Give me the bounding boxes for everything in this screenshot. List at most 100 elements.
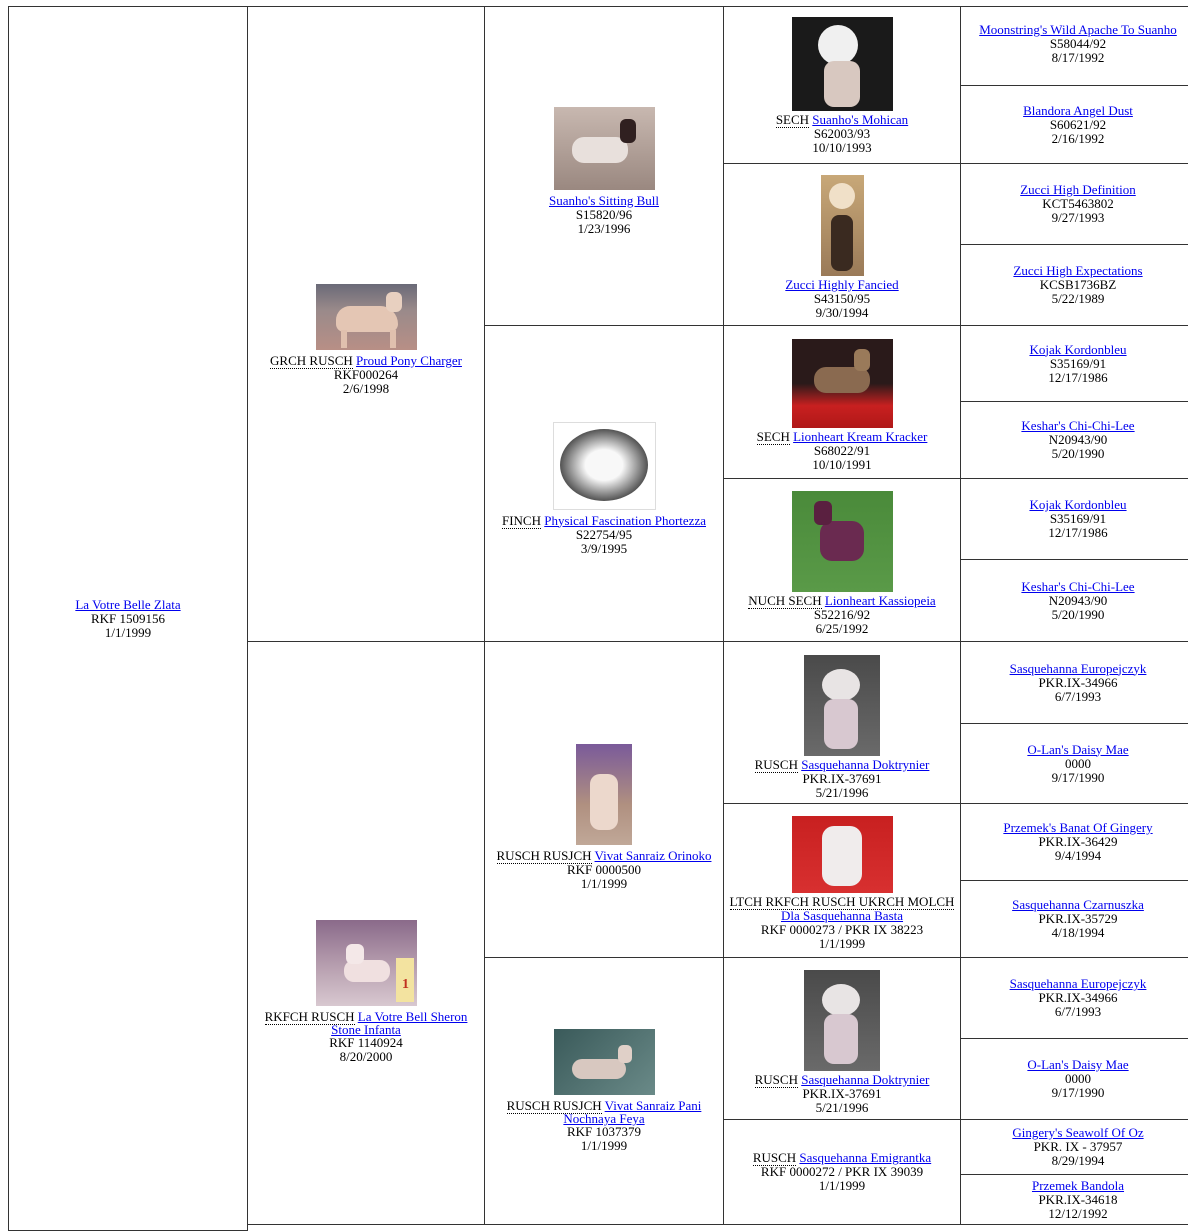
dam-sire-cell: RUSCH RUSJCH Vivat Sanraiz Orinoko RKF 0… (484, 641, 724, 958)
gen4-cell-10: Przemek's Banat Of Gingery PKR.IX-36429 … (960, 803, 1188, 881)
gen4-reg-13: 0000 (1065, 1071, 1091, 1086)
gen4-cell-4: Kojak Kordonbleu S35169/91 12/17/1986 (960, 325, 1188, 402)
gen3-titles-2: SECH (756, 428, 790, 445)
gen4-cell-8: Sasquehanna Europejczyk PKR.IX-34966 6/7… (960, 641, 1188, 724)
gen4-date-11: 4/18/1994 (1051, 925, 1105, 940)
sire-dam-photo[interactable] (552, 421, 656, 510)
dam-sire-photo[interactable] (576, 744, 632, 845)
gen4-name-link-12[interactable]: Sasquehanna Europejczyk (1009, 976, 1147, 991)
gen4-name-link-3[interactable]: Zucci High Expectations (1013, 263, 1143, 278)
dam-titles: RKFCH RUSCH (264, 1009, 355, 1025)
dam-dam-name-link[interactable]: Vivat Sanraiz Pani Nochnaya Feya (563, 1098, 702, 1126)
gen3-titles-0: SECH (775, 112, 810, 128)
gen3-cell-7: RUSCH Sasquehanna Emigrantka RKF 0000272… (723, 1119, 961, 1225)
gen4-date-5: 5/20/1990 (1051, 446, 1105, 461)
gen3-name-link-0[interactable]: Suanho's Mohican (812, 112, 909, 127)
gen3-cell-4: RUSCH Sasquehanna Doktrynier PKR.IX-3769… (723, 641, 961, 804)
gen4-name-link-8[interactable]: Sasquehanna Europejczyk (1009, 660, 1147, 676)
gen3-name-link-4[interactable]: Sasquehanna Doktrynier (801, 757, 930, 772)
sire-dam-name-link[interactable]: Physical Fascination Phortezza (544, 512, 706, 528)
gen3-date-4: 5/21/1996 (815, 785, 869, 800)
gen4-name-link-0[interactable]: Moonstring's Wild Apache To Suanho (979, 22, 1177, 37)
gen4-date-14: 8/29/1994 (1051, 1153, 1105, 1168)
dam-reg: RKF 1140924 (329, 1035, 403, 1050)
gen3-cell-1: Zucci Highly Fancied S43150/95 9/30/1994 (723, 163, 961, 326)
gen4-name-link-15[interactable]: Przemek Bandola (1031, 1177, 1125, 1193)
gen3-name-link-2[interactable]: Lionheart Kream Kracker (793, 428, 928, 444)
dam-sire-reg: RKF 0000500 (566, 862, 642, 877)
gen3-photo-6[interactable] (804, 970, 880, 1071)
gen4-name-link-10[interactable]: Przemek's Banat Of Gingery (1003, 820, 1153, 835)
dam-dam-photo[interactable] (553, 1029, 655, 1095)
gen4-cell-5: Keshar's Chi-Chi-Lee N20943/90 5/20/1990 (960, 401, 1188, 479)
gen3-date-7: 1/1/1999 (818, 1178, 866, 1193)
dam-dam-titles: RUSCH RUSJCH (506, 1098, 602, 1114)
gen4-reg-10: PKR.IX-36429 (1038, 834, 1118, 849)
gen3-name-link-5[interactable]: Dla Sasquehanna Basta (780, 908, 904, 923)
dam-date: 8/20/2000 (339, 1049, 393, 1064)
gen4-name-link-6[interactable]: Kojak Kordonbleu (1029, 497, 1127, 512)
gen4-reg-9: 0000 (1065, 755, 1091, 771)
sire-sire-name-link[interactable]: Suanho's Sitting Bull (549, 192, 659, 208)
gen3-titles-6: RUSCH (754, 1072, 798, 1088)
gen4-name-link-7[interactable]: Keshar's Chi-Chi-Lee (1021, 578, 1135, 594)
gen4-name-link-1[interactable]: Blandora Angel Dust (1023, 102, 1133, 118)
gen4-reg-15: PKR.IX-34618 (1038, 1191, 1118, 1207)
gen4-date-7: 5/20/1990 (1051, 606, 1105, 622)
subject-name-link[interactable]: La Votre Belle Zlata (75, 596, 181, 612)
gen3-photo-5[interactable] (791, 816, 893, 893)
gen3-cell-2: SECH Lionheart Kream Kracker S68022/91 1… (723, 325, 961, 479)
gen4-cell-13: O-Lan's Daisy Mae 0000 9/17/1990 (960, 1038, 1188, 1120)
gen3-cell-6: RUSCH Sasquehanna Doktrynier PKR.IX-3769… (723, 957, 961, 1120)
gen3-reg-6: PKR.IX-37691 (802, 1086, 882, 1101)
gen3-name-link-6[interactable]: Sasquehanna Doktrynier (801, 1072, 930, 1087)
gen3-reg-4: PKR.IX-37691 (802, 771, 882, 786)
dam-sire-name-link[interactable]: Vivat Sanraiz Orinoko (594, 848, 712, 863)
sire-photo[interactable] (315, 284, 417, 350)
gen4-reg-6: S35169/91 (1049, 511, 1107, 526)
gen4-reg-14: PKR. IX - 37957 (1033, 1139, 1123, 1154)
gen3-reg-3: S52216/92 (813, 606, 871, 622)
gen4-date-2: 9/27/1993 (1051, 210, 1105, 225)
gen3-photo-4[interactable] (804, 655, 880, 756)
sire-date: 2/6/1998 (342, 381, 390, 396)
gen4-name-link-9[interactable]: O-Lan's Daisy Mae (1027, 741, 1129, 757)
sire-name-link[interactable]: Proud Pony Charger (356, 353, 462, 368)
gen4-date-0: 8/17/1992 (1051, 50, 1105, 65)
gen3-name-link-7[interactable]: Sasquehanna Emigrantka (799, 1150, 932, 1165)
dam-name-link[interactable]: La Votre Bell Sheron Stone Infanta (331, 1009, 468, 1037)
gen3-date-5: 1/1/1999 (818, 936, 866, 951)
gen3-reg-7: RKF 0000272 / PKR IX 39039 (760, 1164, 924, 1179)
gen4-reg-8: PKR.IX-34966 (1038, 674, 1118, 690)
sire-sire-photo[interactable] (553, 106, 655, 190)
dam-cell: 1 RKFCH RUSCH La Votre Bell Sheron Stone… (247, 641, 485, 1225)
gen4-name-link-11[interactable]: Sasquehanna Czarnuszka (1012, 897, 1144, 912)
dam-dam-cell: RUSCH RUSJCH Vivat Sanraiz Pani Nochnaya… (484, 957, 724, 1225)
gen3-photo-1[interactable] (820, 175, 864, 276)
gen3-date-6: 5/21/1996 (815, 1100, 869, 1115)
gen3-titles-4: RUSCH (754, 757, 798, 773)
sire-sire-date: 1/23/1996 (577, 220, 631, 236)
gen4-name-link-13[interactable]: O-Lan's Daisy Mae (1027, 1057, 1129, 1072)
gen4-cell-1: Blandora Angel Dust S60621/92 2/16/1992 (960, 85, 1188, 164)
gen4-cell-14: Gingery's Seawolf Of Oz PKR. IX - 37957 … (960, 1119, 1188, 1175)
gen4-name-link-4[interactable]: Kojak Kordonbleu (1029, 341, 1127, 357)
gen4-name-link-5[interactable]: Keshar's Chi-Chi-Lee (1021, 418, 1135, 433)
gen4-reg-5: N20943/90 (1048, 432, 1108, 447)
gen4-cell-2: Zucci High Definition KCT5463802 9/27/19… (960, 163, 1188, 245)
gen4-name-link-14[interactable]: Gingery's Seawolf Of Oz (1012, 1125, 1144, 1140)
dam-photo[interactable]: 1 (315, 920, 417, 1006)
gen4-name-link-2[interactable]: Zucci High Definition (1020, 182, 1136, 197)
gen3-name-link-1[interactable]: Zucci Highly Fancied (785, 277, 899, 292)
gen4-cell-7: Keshar's Chi-Chi-Lee N20943/90 5/20/1990 (960, 559, 1188, 642)
gen3-date-3: 6/25/1992 (815, 620, 869, 636)
gen3-photo-0[interactable] (791, 17, 893, 111)
pedigree-subject-cell: La Votre Belle Zlata RKF 1509156 1/1/199… (8, 6, 248, 1231)
sire-sire-reg: S15820/96 (575, 206, 633, 222)
gen3-photo-3[interactable] (791, 490, 893, 592)
gen4-date-13: 9/17/1990 (1051, 1085, 1105, 1100)
gen4-date-9: 9/17/1990 (1051, 769, 1105, 785)
gen3-photo-2[interactable] (791, 338, 893, 428)
sire-dam-cell: FINCH Physical Fascination Phortezza S22… (484, 325, 724, 642)
gen3-name-link-3[interactable]: Lionheart Kassiopeia (824, 592, 936, 608)
